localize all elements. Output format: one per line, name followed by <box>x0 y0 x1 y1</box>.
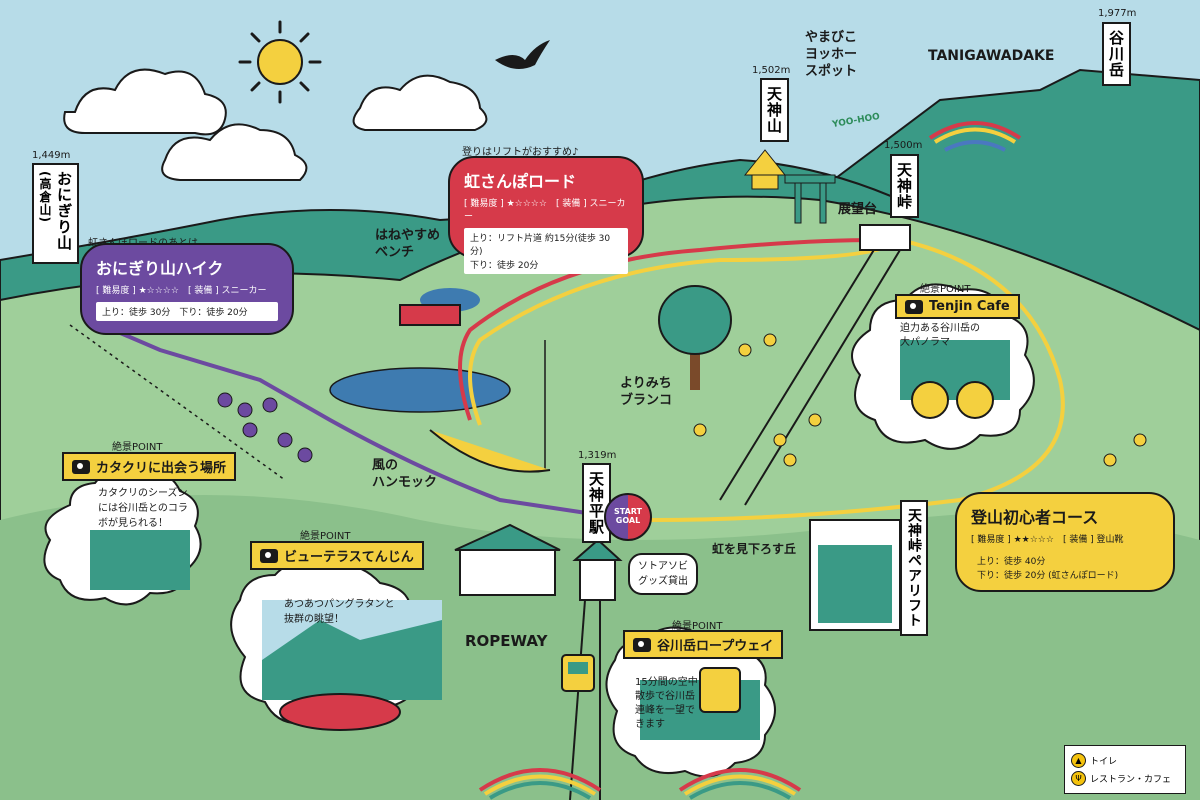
start-label: START <box>613 507 643 517</box>
onigiri-hike-panel: おにぎり山ハイク [ 難易度 ] ★☆☆☆☆ [ 装備 ] スニーカー 上り：徒… <box>80 243 294 335</box>
purple-route <box>89 318 601 517</box>
ropeway-spot: 谷川岳ロープウェイ <box>623 630 784 659</box>
tenjin-pass-elevation: 1,500m <box>884 140 923 151</box>
rainbow-icon <box>478 768 802 800</box>
lift-recommend-note: 登りはリフトがおすすめ♪ <box>462 147 579 158</box>
tanigawadake-romaji: TANIGAWADAKE <box>928 48 1055 64</box>
tenjin-pass-label: 天神峠 <box>890 154 919 218</box>
beginner-course-down: 下り：徒歩 20分 (虹さんぽロード) <box>977 571 1119 581</box>
katakuri-name: カタクリに出会う場所 <box>96 461 227 476</box>
camera-icon <box>260 548 278 563</box>
onigiri-mountain-label: おにぎり山(高倉山) <box>32 163 79 264</box>
onigiri-hike-difficulty: [ 難易度 ] ★☆☆☆☆ [ 装備 ] スニーカー <box>96 286 267 296</box>
rainbow-road-up: 上り：リフト片道 約15分(徒歩 30分) <box>470 234 611 257</box>
pair-lift-label: 天神峠ペアリフト <box>900 500 928 636</box>
onigiri-alt: (高倉山) <box>38 171 52 223</box>
tree-icon <box>658 285 732 390</box>
restaurant-icon: Ψ <box>1071 771 1086 786</box>
beginner-course-panel: 登山初心者コース [ 難易度 ] ★★☆☆☆ [ 装備 ] 登山靴 上り：徒歩 … <box>955 492 1175 592</box>
hammock-label: 風の ハンモック <box>372 458 438 490</box>
tenjin-cafe-spot: Tenjin Cafe <box>895 294 1020 319</box>
legend-toilet-label: トイレ <box>1090 757 1118 767</box>
tenjin-cafe-name: Tenjin Cafe <box>929 299 1010 314</box>
observatory-label: 展望台 <box>838 202 878 217</box>
swing-label: よりみち ブランコ <box>620 376 673 408</box>
tenjinyama-elevation: 1,502m <box>752 65 791 76</box>
tenjindaira-elevation: 1,319m <box>578 450 617 461</box>
goal-label: GOAL <box>615 516 641 525</box>
rainbow-road-title: 虹さんぽロード <box>464 172 577 191</box>
bird-icon <box>495 40 550 69</box>
beauty-terrace-spot: ビューテラスてんじん <box>250 541 424 570</box>
katakuri-flower-icon <box>217 392 313 463</box>
rainbow-road-times: 上り：リフト片道 約15分(徒歩 30分) 下り：徒歩 20分 <box>464 228 628 274</box>
bench-label: はねやすめ ベンチ <box>375 228 441 260</box>
beginner-course-up: 上り：徒歩 40分 <box>977 557 1046 567</box>
spot-tag: 絶景POINT <box>672 621 723 632</box>
shrine-icon <box>743 149 836 224</box>
legend: ▲ トイレ Ψ レストラン・カフェ <box>1064 745 1186 794</box>
toilet-icon: ▲ <box>1071 753 1086 768</box>
onigiri-hike-time: 上り：徒歩 30分 下り：徒歩 20分 <box>102 308 248 318</box>
tanigawadake-label: 谷川岳 <box>1102 22 1131 86</box>
tenjinyama-label: 天神山 <box>760 78 789 142</box>
onigiri-hike-title: おにぎり山ハイク <box>96 259 224 278</box>
onigiri-name: おにぎり山 <box>55 171 73 251</box>
tenjindaira-station-label: 天神平駅 <box>582 463 611 543</box>
ropeway-label: ROPEWAY <box>465 632 548 650</box>
spot-tag: 絶景POINT <box>112 442 163 453</box>
onigiri-hike-times: 上り：徒歩 30分 下り：徒歩 20分 <box>96 302 278 321</box>
rainbow-road-difficulty: [ 難易度 ] ★☆☆☆☆ [ 装備 ] スニーカー <box>464 199 626 222</box>
hammock-icon <box>429 429 551 473</box>
ropeway-gondola-icon <box>561 654 595 692</box>
cloud-icon <box>63 68 488 181</box>
katakuri-spot: カタクリに出会う場所 <box>62 452 237 481</box>
ropeway-desc: 15分間の空中 散歩で谷川岳 連峰を一望で きます <box>635 677 698 730</box>
onigiri-elevation: 1,449m <box>32 150 71 161</box>
beauty-terrace-desc: あつあつパングラタンと 抜群の眺望！ <box>284 599 395 625</box>
legend-restaurant-label: レストラン・カフェ <box>1090 775 1172 785</box>
katakuri-desc: カタクリのシーズン には谷川岳とのコラ ボが見られる！ <box>98 488 188 529</box>
sotoasobi-bubble: ソトアソビ グッズ貸出 <box>628 553 698 595</box>
rainbow-road-down: 下り：徒歩 20分 <box>470 261 539 271</box>
sun-icon <box>238 20 322 104</box>
yamabiko-label: やまびこ ヨッホー スポット <box>805 30 858 79</box>
start-goal-marker: START GOAL <box>604 493 652 541</box>
beauty-terrace-name: ビューテラスてんじん <box>284 550 414 565</box>
tenjin-cafe-desc: 迫力ある谷川岳の 大パノラマ <box>900 323 980 348</box>
bench-icon <box>399 304 461 326</box>
pair-lift-line <box>719 239 881 501</box>
legend-toilet: ▲ トイレ <box>1071 753 1179 768</box>
ropeway-spot-name: 谷川岳ロープウェイ <box>657 639 774 654</box>
rainbow-icon <box>928 121 1022 152</box>
legend-restaurant: Ψ レストラン・カフェ <box>1071 771 1179 786</box>
spot-tag: 絶景POINT <box>300 531 351 542</box>
tanigawadake-elevation: 1,977m <box>1098 8 1137 19</box>
beginner-course-difficulty: [ 難易度 ] ★★☆☆☆ [ 装備 ] 登山靴 <box>971 535 1124 545</box>
station-building <box>454 523 623 601</box>
rainbow-hill-label: 虹を見下ろす丘 <box>712 542 797 556</box>
flower-icon <box>693 333 1147 467</box>
rainbow-road-panel: 虹さんぽロード [ 難易度 ] ★☆☆☆☆ [ 装備 ] スニーカー 上り：リフ… <box>448 156 644 274</box>
beginner-course-title: 登山初心者コース <box>971 508 1099 527</box>
camera-icon <box>633 637 651 652</box>
spot-tag: 絶景POINT <box>920 284 971 295</box>
beginner-course-times: 上り：徒歩 40分 下り：徒歩 20分 (虹さんぽロード) <box>971 551 1159 584</box>
camera-icon <box>905 299 923 314</box>
camera-icon <box>72 459 90 474</box>
